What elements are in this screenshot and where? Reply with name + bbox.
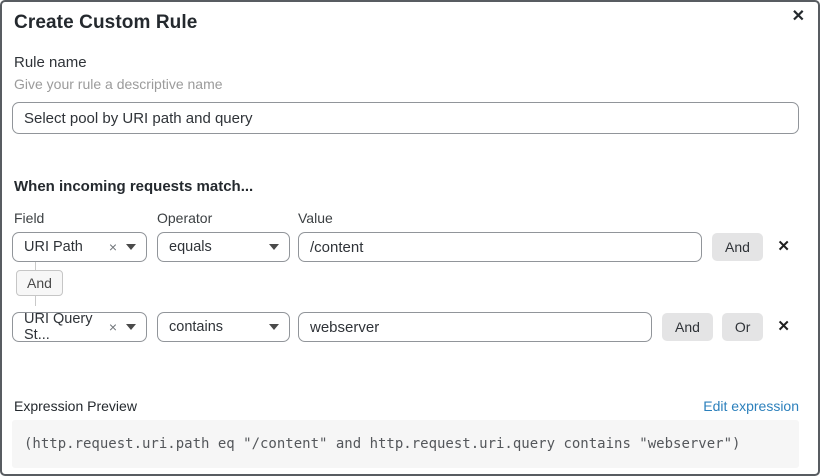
- close-icon[interactable]: ✕: [791, 8, 805, 25]
- expression-preview-label: Expression Preview: [14, 398, 137, 414]
- edit-expression-link[interactable]: Edit expression: [703, 398, 799, 414]
- operator-select-value: equals: [169, 239, 212, 255]
- and-button[interactable]: And: [662, 313, 713, 341]
- condition-connector: And: [12, 262, 799, 306]
- and-button[interactable]: And: [712, 233, 763, 261]
- field-select[interactable]: URI Query St... ×: [12, 311, 147, 343]
- rule-name-help: Give your rule a descriptive name: [14, 76, 223, 92]
- expression-header: Expression Preview Edit expression: [14, 398, 799, 415]
- rule-name-input[interactable]: [12, 102, 799, 134]
- operator-column-label: Operator: [157, 210, 213, 226]
- clear-icon[interactable]: ×: [108, 319, 117, 335]
- delete-row-icon[interactable]: ✕: [777, 238, 790, 255]
- operator-select[interactable]: contains: [157, 312, 290, 342]
- condition-row: URI Query St... × contains And Or ✕: [12, 311, 799, 343]
- field-select-value: URI Query St...: [24, 311, 93, 343]
- or-button[interactable]: Or: [721, 313, 764, 341]
- chevron-down-icon: [269, 324, 279, 330]
- clear-icon[interactable]: ×: [108, 239, 117, 255]
- field-column-label: Field: [14, 210, 45, 226]
- delete-row-icon[interactable]: ✕: [777, 318, 790, 335]
- expression-code-block: (http.request.uri.path eq "/content" and…: [12, 420, 799, 468]
- chevron-down-icon: [126, 244, 136, 250]
- chevron-down-icon: [269, 244, 279, 250]
- chevron-down-icon: [126, 324, 136, 330]
- rule-name-label: Rule name: [14, 54, 87, 71]
- connector-and-badge: And: [16, 270, 63, 296]
- value-input[interactable]: [298, 232, 702, 262]
- field-select-value: URI Path: [24, 239, 83, 255]
- value-input[interactable]: [298, 312, 652, 342]
- condition-column-labels: Field Operator Value: [14, 210, 799, 226]
- field-select[interactable]: URI Path ×: [12, 232, 147, 262]
- value-column-label: Value: [298, 210, 333, 226]
- expression-code: (http.request.uri.path eq "/content" and…: [24, 436, 741, 452]
- operator-select[interactable]: equals: [157, 232, 290, 262]
- match-heading: When incoming requests match...: [14, 178, 254, 195]
- dialog-title: Create Custom Rule: [14, 12, 198, 33]
- condition-row: URI Path × equals And ✕: [12, 232, 799, 262]
- operator-select-value: contains: [169, 319, 224, 335]
